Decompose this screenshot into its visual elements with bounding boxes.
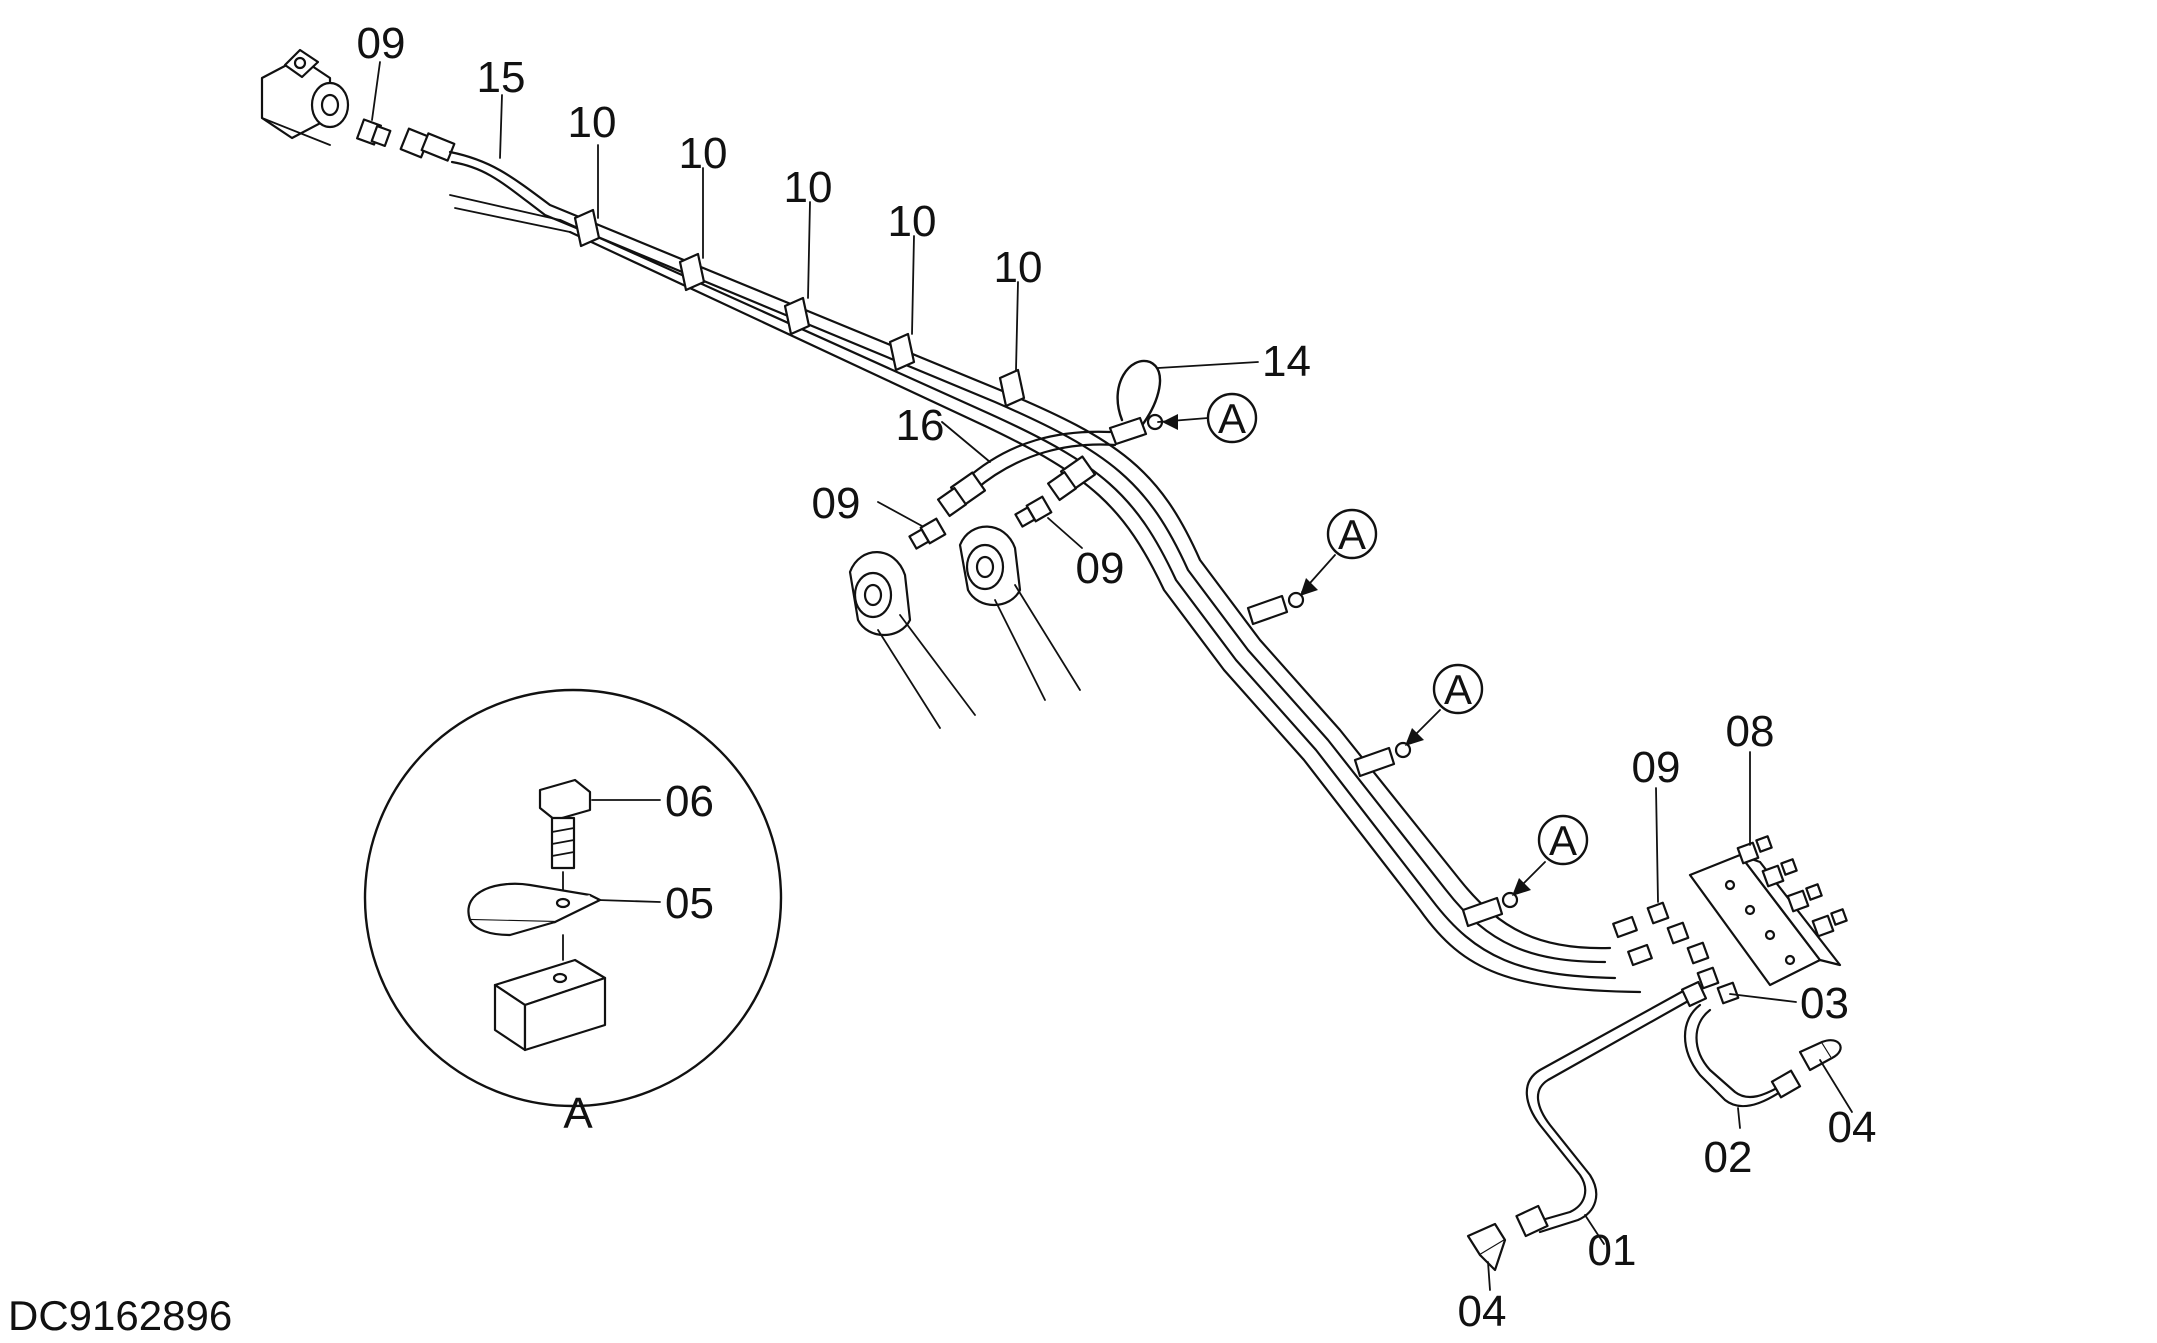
hose-end-fitting-15	[399, 127, 456, 162]
clamp-a-1	[1108, 413, 1164, 446]
detail-view-a	[363, 688, 783, 1108]
ref-marker-a-4: A	[1512, 814, 1589, 896]
hose-16-branch	[936, 430, 1117, 518]
cylinder-rod-end-right	[958, 525, 1081, 701]
callout-04-right: 04	[1828, 1103, 1877, 1152]
ref-marker-a-2-label: A	[1338, 511, 1366, 558]
clamp-10-5	[998, 368, 1026, 408]
hose-loop-14	[1116, 359, 1162, 430]
bolt-06	[538, 778, 592, 870]
callout-06: 06	[665, 777, 714, 826]
adapter-09-left	[908, 517, 947, 550]
ref-marker-a-3-label: A	[1444, 666, 1472, 713]
boom-hose-bundle	[448, 150, 1642, 994]
clamp-a-3	[1353, 741, 1412, 778]
valve-fittings-03	[1696, 966, 1740, 1005]
valve-fittings-09	[1612, 901, 1710, 967]
callout-02: 02	[1704, 1133, 1753, 1182]
clip-05	[467, 882, 602, 937]
ref-marker-a-3: A	[1405, 663, 1484, 746]
callout-10-e: 10	[994, 243, 1043, 292]
drawing-code: DC9162896	[8, 1292, 232, 1339]
steel-pipe-01	[1515, 980, 1708, 1238]
clamp-a-2	[1246, 591, 1305, 626]
ref-marker-a-4-label: A	[1549, 817, 1577, 864]
callout-03: 03	[1800, 979, 1849, 1028]
callout-10-d: 10	[888, 197, 937, 246]
callout-04-bottom: 04	[1458, 1287, 1507, 1336]
callout-09-left: 09	[812, 479, 861, 528]
ref-marker-a-1-label: A	[1218, 395, 1246, 442]
clamp-10-2	[678, 252, 706, 292]
callout-labels: 09 15 10 10 10 10 10 14 16 09 09 09 08 0…	[357, 19, 1877, 1336]
control-valve-block	[1688, 853, 1842, 987]
steel-pipe-02	[1683, 1003, 1802, 1108]
clamp-10-1	[573, 208, 601, 248]
callout-09-mid: 09	[1076, 544, 1125, 593]
callout-01: 01	[1588, 1226, 1637, 1275]
callout-10-c: 10	[784, 163, 833, 212]
elbow-fitting-04-bottom	[1466, 1222, 1507, 1272]
elbow-fitting-04-right	[1798, 1039, 1842, 1072]
valve-fittings-08	[1736, 835, 1848, 938]
adapter-09-mid	[1014, 495, 1053, 528]
block-pad	[493, 958, 607, 1052]
callout-09-right: 09	[1632, 743, 1681, 792]
adapter-fitting-09-top	[356, 118, 392, 148]
clamp-a-4	[1461, 891, 1519, 928]
callout-10-a: 10	[568, 98, 617, 147]
detail-a-label: A	[563, 1089, 593, 1138]
clamp-10-3	[783, 296, 811, 336]
callout-10-b: 10	[679, 129, 728, 178]
callout-16: 16	[896, 401, 945, 450]
cylinder-rod-end-left	[848, 551, 976, 729]
callout-09-top: 09	[357, 19, 406, 68]
callout-08: 08	[1726, 707, 1775, 756]
callout-14: 14	[1262, 337, 1311, 386]
ref-marker-a-2: A	[1300, 508, 1378, 596]
callout-leaders	[371, 61, 1853, 1291]
clamp-10-4	[888, 332, 916, 372]
callout-05: 05	[665, 879, 714, 928]
upper-pivot-bracket	[260, 48, 350, 146]
ref-marker-a-1: A	[1157, 392, 1258, 444]
callout-15: 15	[477, 53, 526, 102]
